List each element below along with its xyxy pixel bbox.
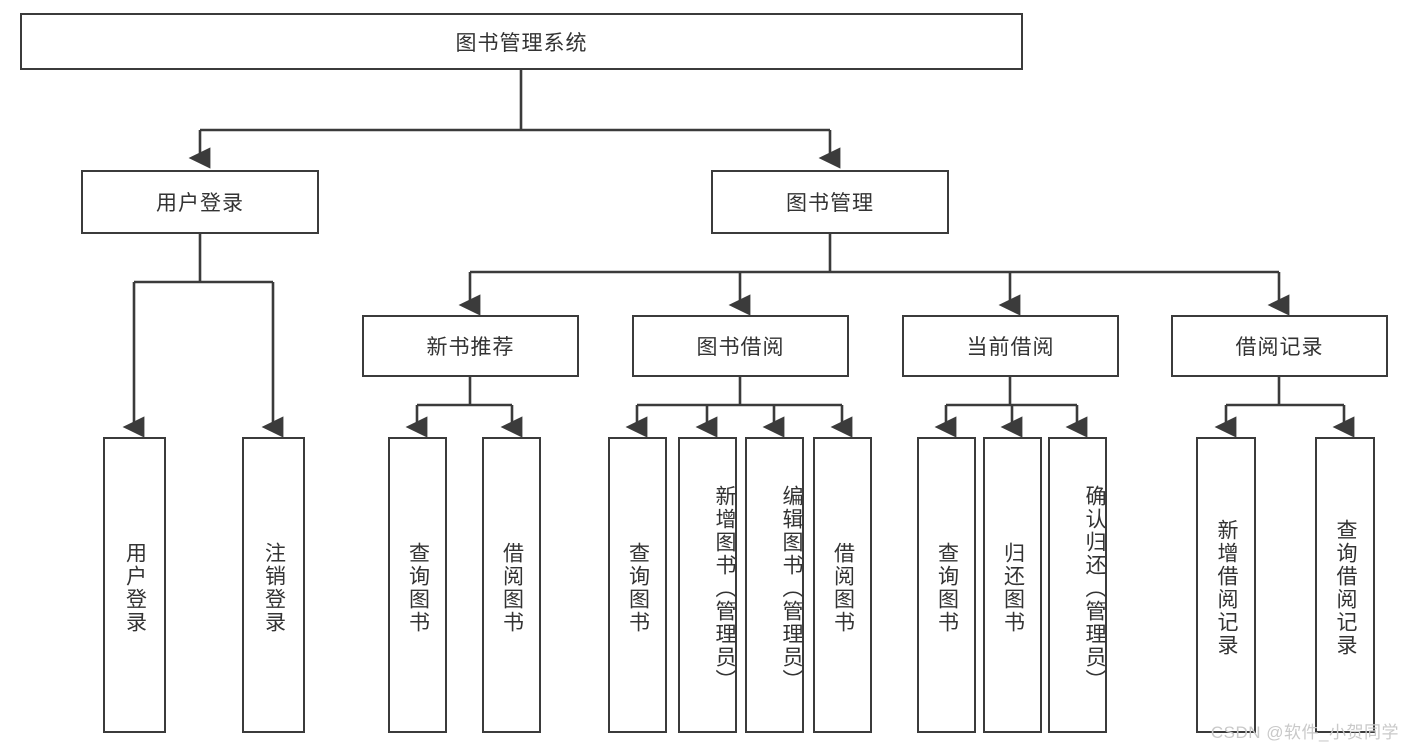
leaf-current-confirm-return[interactable]: 确认归还（管理员） xyxy=(1048,437,1107,733)
node-book-management[interactable]: 图书管理 xyxy=(711,170,949,234)
leaf-borrow-query-book-label: 查询图书 xyxy=(626,542,650,634)
leaf-record-query-label: 查询借阅记录 xyxy=(1334,519,1358,657)
node-current-borrow[interactable]: 当前借阅 xyxy=(902,315,1119,377)
leaf-record-add[interactable]: 新增借阅记录 xyxy=(1196,437,1256,733)
node-user-login[interactable]: 用户登录 xyxy=(81,170,319,234)
node-new-book-recommend[interactable]: 新书推荐 xyxy=(362,315,579,377)
leaf-user-logout[interactable]: 注销登录 xyxy=(242,437,305,733)
node-borrow-record[interactable]: 借阅记录 xyxy=(1171,315,1388,377)
leaf-borrow-edit-book[interactable]: 编辑图书（管理员） xyxy=(745,437,804,733)
leaf-current-query-book-label: 查询图书 xyxy=(935,542,959,634)
leaf-borrow-add-book[interactable]: 新增图书（管理员） xyxy=(678,437,737,733)
leaf-user-login[interactable]: 用户登录 xyxy=(103,437,166,733)
leaf-current-confirm-return-label: 确认归还（管理员） xyxy=(1083,484,1106,692)
leaf-current-query-book[interactable]: 查询图书 xyxy=(917,437,976,733)
leaf-recommend-query-book-label: 查询图书 xyxy=(406,542,430,634)
leaf-recommend-borrow-book-label: 借阅图书 xyxy=(500,542,524,634)
leaf-user-logout-label: 注销登录 xyxy=(262,542,286,634)
leaf-borrow-borrow-book[interactable]: 借阅图书 xyxy=(813,437,872,733)
leaf-current-return-book-label: 归还图书 xyxy=(1001,542,1025,634)
node-book-borrow-label: 图书借阅 xyxy=(696,336,785,359)
leaf-borrow-edit-book-label: 编辑图书（管理员） xyxy=(780,484,803,692)
node-current-borrow-label: 当前借阅 xyxy=(966,336,1055,359)
leaf-borrow-query-book[interactable]: 查询图书 xyxy=(608,437,667,733)
leaf-recommend-borrow-book[interactable]: 借阅图书 xyxy=(482,437,541,733)
leaf-current-return-book[interactable]: 归还图书 xyxy=(983,437,1042,733)
node-root-label: 图书管理系统 xyxy=(455,31,588,55)
node-borrow-record-label: 借阅记录 xyxy=(1235,336,1324,359)
node-new-book-recommend-label: 新书推荐 xyxy=(426,336,515,359)
leaf-recommend-query-book[interactable]: 查询图书 xyxy=(388,437,447,733)
node-root[interactable]: 图书管理系统 xyxy=(20,13,1023,70)
node-book-management-label: 图书管理 xyxy=(786,192,874,215)
leaf-record-add-label: 新增借阅记录 xyxy=(1215,519,1239,657)
leaf-borrow-borrow-book-label: 借阅图书 xyxy=(831,542,855,634)
node-user-login-label: 用户登录 xyxy=(156,192,244,215)
watermark: CSDN @软件_小贺同学 xyxy=(1210,723,1399,742)
leaf-user-login-label: 用户登录 xyxy=(123,542,147,634)
node-book-borrow[interactable]: 图书借阅 xyxy=(632,315,849,377)
leaf-record-query[interactable]: 查询借阅记录 xyxy=(1315,437,1375,733)
leaf-borrow-add-book-label: 新增图书（管理员） xyxy=(713,484,736,692)
